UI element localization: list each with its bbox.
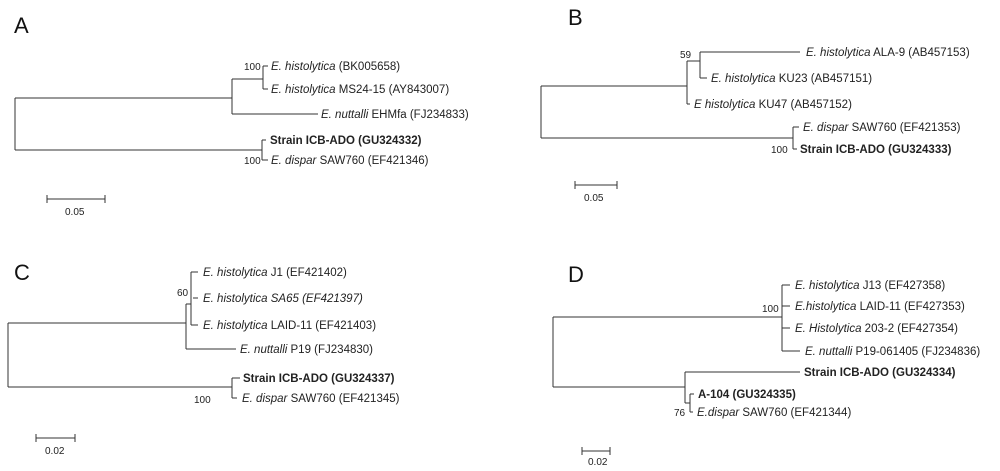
scale-bar: 0.02 — [581, 447, 611, 468]
bootstrap-value: 100 — [194, 395, 211, 406]
taxon-label: E. dispar SAW760 (EF421346) — [271, 155, 429, 167]
taxon-label: E. histolytica J1 (EF421402) — [203, 267, 347, 279]
bootstrap-value: 100 — [244, 156, 261, 167]
panel-d-label: D — [568, 262, 584, 287]
taxon-label: Strain ICB-ADO (GU324332) — [270, 135, 422, 147]
taxon-label: E. histolytica LAID-11 (EF421403) — [203, 320, 376, 332]
taxon-label: A-104 (GU324335) — [698, 389, 796, 401]
taxon-label: E. histolytica J13 (EF427358) — [795, 280, 945, 292]
taxon-label: Strain ICB-ADO (GU324337) — [243, 373, 395, 385]
bootstrap-value: 59 — [680, 50, 692, 61]
panel-c-label: C — [14, 260, 30, 285]
scale-bar: 0.05 — [46, 195, 106, 218]
taxon-label: E histolytica KU47 (AB457152) — [694, 99, 852, 111]
panel-b: B 59 100 E. histolytica ALA-9 (AB457153)… — [540, 5, 970, 204]
taxon-label: Strain ICB-ADO (GU324334) — [804, 367, 956, 379]
bootstrap-value: 76 — [674, 408, 686, 419]
taxon-label: E. nuttalli P19 (FJ234830) — [240, 344, 373, 356]
panel-b-branches — [540, 51, 800, 150]
taxon-label: E. dispar SAW760 (EF421345) — [242, 393, 400, 405]
panel-c-branches — [7, 271, 240, 399]
taxon-label: E. Histolytica 203-2 (EF427354) — [795, 323, 958, 335]
taxon-label: E. histolytica ALA-9 (AB457153) — [806, 47, 970, 59]
taxon-label: E.dispar SAW760 (EF421344) — [697, 407, 851, 419]
taxon-label: E. histolytica KU23 (AB457151) — [711, 73, 872, 85]
taxon-label: E. histolytica SA65 (EF421397) — [203, 293, 363, 305]
panel-d-branches — [552, 284, 800, 413]
panel-a: A 100 100 E. histolytica (BK005658) E. h… — [14, 13, 469, 218]
taxon-label: E. nuttalli EHMfa (FJ234833) — [321, 109, 469, 121]
panel-a-label: A — [14, 13, 29, 38]
scale-bar-label: 0.05 — [65, 207, 85, 218]
scale-bar: 0.05 — [574, 181, 618, 204]
taxon-label: E. histolytica (BK005658) — [271, 61, 400, 73]
scale-bar: 0.02 — [35, 434, 76, 457]
taxon-label: E. histolytica MS24-15 (AY843007) — [271, 84, 449, 96]
taxon-label: Strain ICB-ADO (GU324333) — [800, 144, 952, 156]
taxon-label: E. dispar SAW760 (EF421353) — [803, 122, 961, 134]
panel-d: D 100 76 E. histolytica J13 (EF427358) E… — [552, 262, 980, 468]
scale-bar-label: 0.02 — [588, 457, 608, 468]
bootstrap-value: 100 — [762, 304, 779, 315]
scale-bar-label: 0.02 — [45, 446, 65, 457]
bootstrap-value: 100 — [771, 145, 788, 156]
bootstrap-value: 60 — [177, 288, 189, 299]
bootstrap-value: 100 — [244, 62, 261, 73]
scale-bar-label: 0.05 — [584, 193, 604, 204]
panel-c: C 60 100 E. histolytica J1 (EF421402) E.… — [7, 260, 400, 457]
panel-a-branches — [14, 65, 318, 161]
taxon-label: E. nuttalli P19-061405 (FJ234836) — [805, 346, 980, 358]
panel-b-label: B — [568, 5, 583, 30]
taxon-label: E.histolytica LAID-11 (EF427353) — [795, 301, 965, 313]
